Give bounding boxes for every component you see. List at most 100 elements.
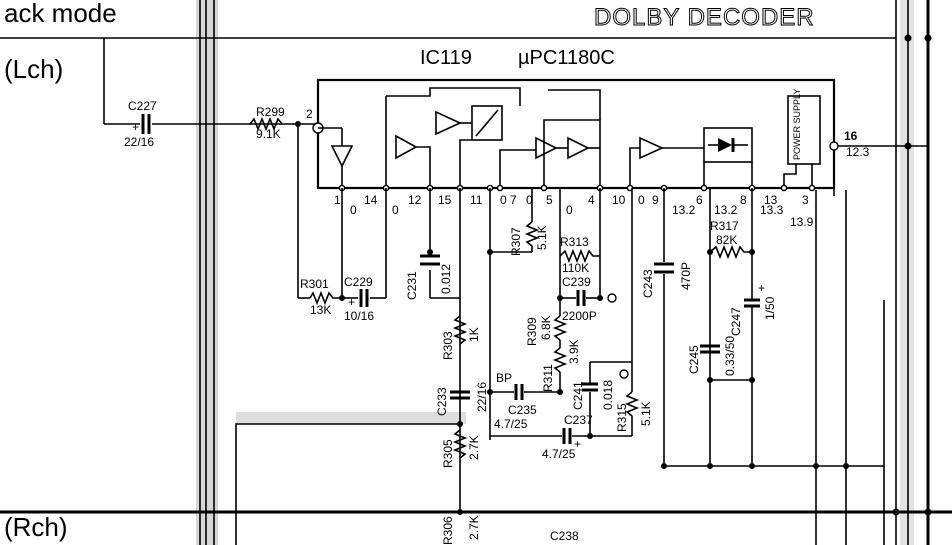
ic-amp-2	[395, 134, 418, 160]
c235-value: 4.7/25	[494, 417, 528, 431]
pin1-zero: 0	[350, 203, 357, 217]
c245-value: 0.33/50	[723, 336, 737, 376]
ic-buffer-1	[330, 145, 354, 168]
pin3-dot	[808, 184, 816, 192]
junction-rch-2	[924, 508, 932, 516]
lch-label: (Lch)	[4, 54, 63, 84]
c237-label: C237	[564, 413, 593, 427]
bp-label: BP	[496, 371, 512, 385]
c239-test-point	[607, 293, 617, 303]
c237-plus: +	[574, 437, 581, 451]
pin13-label: 13	[764, 193, 778, 207]
c227-value: 22/16	[124, 135, 154, 149]
r305-resistor	[452, 429, 468, 459]
shaded-band-left	[196, 0, 218, 545]
junction-gnd-3	[749, 463, 755, 469]
c247-label: C247	[729, 307, 743, 336]
pin1-label: 1	[334, 193, 341, 207]
pin14-label: 14	[364, 193, 378, 207]
ic-amp-5	[567, 136, 590, 160]
ic-rectifier-block	[703, 127, 753, 163]
pin16-marker	[829, 141, 839, 151]
r311-resistor	[552, 347, 568, 373]
junction-c231	[427, 249, 433, 255]
pin7-zero: 0	[500, 193, 507, 207]
pin5-label: 5	[546, 193, 553, 207]
mode-text: ack mode	[4, 0, 117, 28]
pin9-zero: 0	[638, 193, 645, 207]
r317-resistor	[709, 244, 752, 260]
c238-label: C238	[550, 529, 579, 543]
diode-icon	[718, 138, 732, 152]
pin13-voltage: 13.3	[760, 203, 784, 217]
pin4-zero: 0	[566, 203, 573, 217]
r306-label: R306	[441, 516, 455, 545]
pin4-label: 4	[588, 193, 595, 207]
pin15-label: 15	[438, 193, 452, 207]
junction-gnd-2	[707, 463, 713, 469]
c247-value: 1/50	[763, 296, 777, 320]
wire-r305-left	[235, 423, 460, 545]
power-supply-label: POWER SUPPLY	[792, 89, 802, 160]
r307-resistor	[524, 221, 540, 252]
junction-r317-left	[707, 249, 713, 255]
r307-value: 5.1K	[535, 225, 549, 250]
r311-label: R311	[541, 364, 555, 392]
r307-label: R307	[509, 227, 523, 256]
c243-value: 470P	[679, 262, 693, 290]
ic-amp-4	[535, 136, 558, 160]
ic-wire-6	[416, 146, 431, 188]
pin16-label: 16	[844, 129, 858, 143]
junction-c239-right	[597, 295, 603, 301]
r305-value: 2.7K	[467, 435, 481, 460]
pin8-voltage: 13.2	[714, 203, 738, 217]
junction-pin16	[904, 142, 912, 150]
ic-wire-9	[499, 149, 536, 188]
junction-c235	[557, 389, 563, 395]
junction-gnd-4	[813, 463, 819, 469]
ic-wire-13	[548, 89, 601, 120]
ic-power-supply-block	[787, 95, 821, 165]
junction-gnd-5	[843, 463, 849, 469]
rch-label: (Rch)	[4, 512, 68, 542]
r315-value: 5.1K	[639, 401, 653, 426]
junction-c245-right	[749, 377, 755, 383]
r317-value: 82K	[716, 233, 737, 247]
junction-r317-right	[749, 249, 755, 255]
ic-amp-6	[639, 136, 664, 160]
pin7-label: 7	[510, 193, 517, 207]
c227-label: C227	[128, 99, 157, 113]
c231-value: 0.012	[439, 264, 453, 294]
c229-plus: +	[348, 295, 355, 309]
ic-wire-5	[386, 87, 521, 106]
r303-value: 1K	[467, 327, 481, 342]
pin12-label: 12	[408, 193, 422, 207]
pin7-dot	[496, 184, 504, 192]
r301-label: R301	[300, 277, 329, 291]
c245-label: C245	[687, 345, 701, 374]
c243-label: C243	[641, 269, 655, 298]
r306-value: 2.7K	[467, 515, 481, 540]
junction-gnd-1	[661, 463, 667, 469]
junction-c237	[587, 433, 593, 439]
shaded-band-lower	[236, 412, 466, 424]
ic-amp-3	[435, 110, 462, 136]
c229-value: 10/16	[344, 309, 374, 323]
pin13-dot	[780, 184, 788, 192]
c247-plus: +	[758, 281, 765, 295]
c231-label: C231	[405, 271, 419, 300]
r315-resistor	[624, 391, 640, 436]
pin3-voltage: 13.9	[790, 215, 814, 229]
r301-resistor	[309, 290, 342, 306]
r313-value: 110K	[562, 261, 589, 275]
c241-label: C241	[571, 381, 585, 410]
r303-resistor	[452, 315, 468, 345]
c239-label: C239	[562, 275, 591, 289]
r315-test-point	[619, 369, 629, 379]
c239-value: 2200P	[562, 309, 597, 323]
c227-plus: +	[132, 120, 139, 134]
ic-limiter-curve	[475, 109, 499, 137]
section-title: DOLBY DECODER	[594, 4, 815, 31]
pin9-label: 9	[652, 193, 659, 207]
